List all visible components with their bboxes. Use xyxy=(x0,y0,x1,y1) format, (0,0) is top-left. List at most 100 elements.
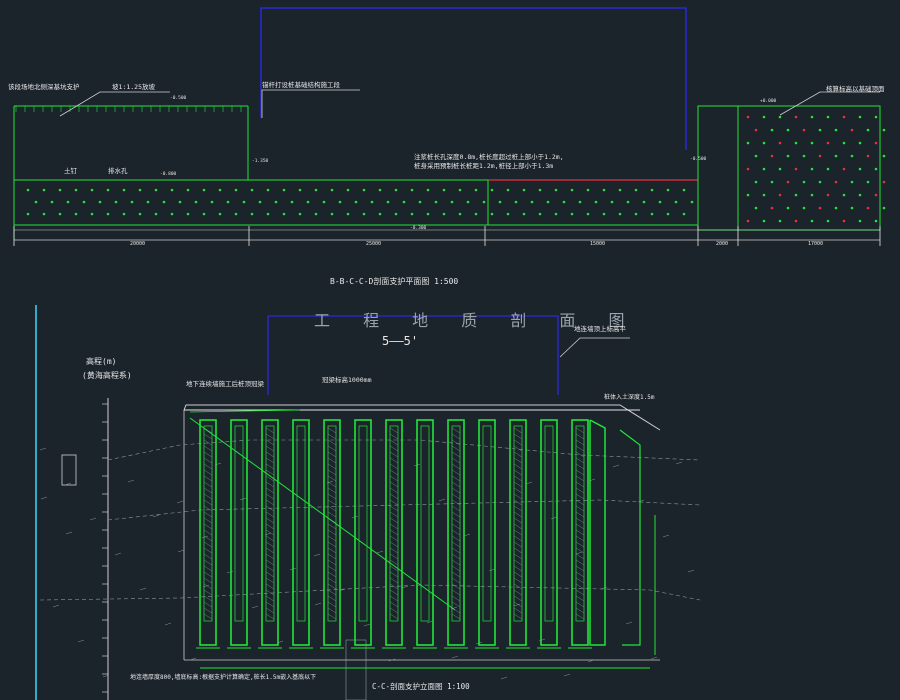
soil-nail-dot xyxy=(586,212,590,216)
soil-nail-dot xyxy=(66,200,70,204)
soil-nail-dot xyxy=(802,154,806,158)
pile-hatch xyxy=(513,517,523,524)
pile-hatch xyxy=(327,535,337,542)
pile-outline xyxy=(261,419,279,646)
pile-hatch xyxy=(389,451,399,458)
soil-nail-dot xyxy=(402,200,406,204)
soil-nail-dot xyxy=(394,188,398,192)
pile-hatch xyxy=(327,529,337,536)
pile-outline xyxy=(199,419,217,646)
pile-hatch xyxy=(265,541,275,548)
pile-hatch xyxy=(389,427,399,434)
pile-hatch xyxy=(389,589,399,596)
pile-hatch xyxy=(389,523,399,530)
pile-outline xyxy=(292,419,310,646)
soil-nail-dot xyxy=(874,167,878,171)
section-subtitle: 5——5' xyxy=(382,334,418,348)
pile-hatch xyxy=(389,577,399,584)
pile-hatch xyxy=(265,511,275,518)
pile-hatch xyxy=(389,571,399,578)
stratum-line-1 xyxy=(107,439,701,461)
dimension-label: 17000 xyxy=(808,241,823,247)
soil-nail-dot xyxy=(762,219,766,223)
soil-nail-dot xyxy=(170,212,174,216)
callout-top-mid: 冠梁标高1000mm xyxy=(322,375,372,384)
pile-hatch xyxy=(327,481,337,488)
pile-outline xyxy=(540,419,558,646)
level-tag: -0.300 xyxy=(410,225,427,231)
soil-nail-dot xyxy=(282,212,286,216)
pile-hatch xyxy=(389,559,399,566)
soil-nail-dot xyxy=(602,212,606,216)
soil-nail-dot xyxy=(794,193,798,197)
soil-nail-dot xyxy=(834,206,838,210)
soil-nail-dot xyxy=(194,200,198,204)
pile-hatch xyxy=(265,433,275,440)
pile-hatch xyxy=(575,457,585,464)
pile-hatch xyxy=(389,475,399,482)
soil-nail-dot xyxy=(58,188,62,192)
soil-nail-dot xyxy=(322,200,326,204)
pile-hatch xyxy=(265,535,275,542)
stratum-hatch xyxy=(164,622,172,626)
pile-hatch xyxy=(265,427,275,434)
plan-note-center-a: 注浆桩长孔深度0.8m,桩长度超过桩上部小于1.2m, xyxy=(414,152,564,161)
soil-nail-dot xyxy=(882,206,886,210)
plan-note-right: 核算标高以基础顶面 xyxy=(826,84,885,93)
stratum-hatch xyxy=(176,500,184,504)
pile-hatch xyxy=(389,553,399,560)
soil-nail-dot xyxy=(266,212,270,216)
pile-hatch xyxy=(575,559,585,566)
soil-nail-dot xyxy=(274,200,278,204)
pile-hatch xyxy=(389,517,399,524)
pile-hatch xyxy=(265,451,275,458)
soil-nail-dot xyxy=(850,128,854,132)
soil-nail-dot xyxy=(882,154,886,158)
soil-nail-dot xyxy=(26,188,30,192)
soil-nail-dot xyxy=(770,180,774,184)
plan-label-drain: 排水孔 xyxy=(108,166,128,175)
callout-top-right: 地连墙顶上标高平 xyxy=(574,324,627,333)
pile-hatch xyxy=(451,553,461,560)
soil-nail-dot xyxy=(746,167,750,171)
pile-hatch xyxy=(389,457,399,464)
soil-nail-dot xyxy=(810,115,814,119)
soil-nail-dot xyxy=(522,212,526,216)
soil-nail-dot xyxy=(442,212,446,216)
soil-nail-dot xyxy=(210,200,214,204)
soil-nail-dot xyxy=(826,167,830,171)
soil-nail-dot xyxy=(802,206,806,210)
pile-hatch xyxy=(513,613,523,620)
pile-hatch xyxy=(203,475,213,482)
stratum-line-2 xyxy=(107,499,701,521)
pile-hatch xyxy=(327,475,337,482)
stratum-hatch xyxy=(488,568,496,572)
pile-hatch xyxy=(513,487,523,494)
pile-hatch xyxy=(265,607,275,614)
soil-nail-dot xyxy=(498,200,502,204)
dimension-label: 2000 xyxy=(716,241,728,247)
soil-nail-dot xyxy=(874,219,878,223)
pile-hatch xyxy=(203,451,213,458)
soil-nail-dot xyxy=(154,212,158,216)
pile-hatch xyxy=(265,481,275,488)
pile-outline xyxy=(230,419,248,646)
pile-hatch xyxy=(513,547,523,554)
pile-hatch xyxy=(575,427,585,434)
pile-hatch xyxy=(389,535,399,542)
stratum-hatch xyxy=(388,658,396,662)
soil-nail-dot xyxy=(410,188,414,192)
soil-nail-dot xyxy=(842,115,846,119)
soil-nail-dot xyxy=(810,167,814,171)
soil-nail-dot xyxy=(650,188,654,192)
soil-nail-dot xyxy=(330,212,334,216)
soil-nail-dot xyxy=(650,212,654,216)
pile-outline xyxy=(478,419,496,646)
pile-hatch xyxy=(327,595,337,602)
pile-hatch xyxy=(327,547,337,554)
pile-hatch xyxy=(203,523,213,530)
pile-hatch xyxy=(203,595,213,602)
stratum-hatch xyxy=(563,673,571,677)
pile-hatch xyxy=(327,577,337,584)
